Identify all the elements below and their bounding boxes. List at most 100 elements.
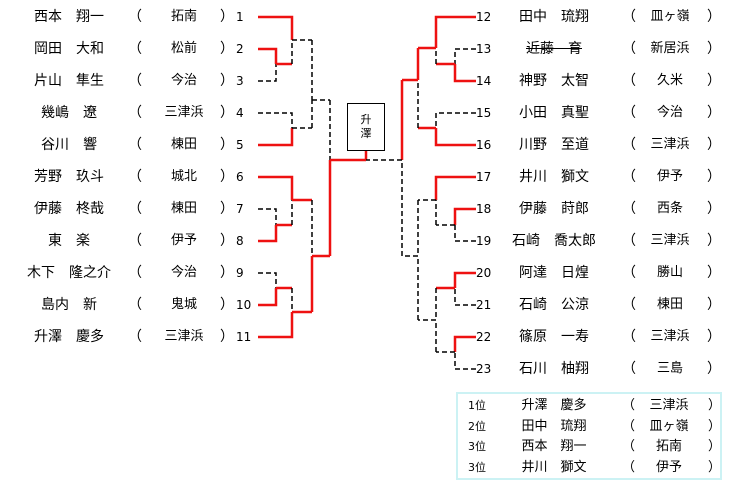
seed-number: 20 (476, 266, 492, 280)
paren-open: （ (622, 329, 636, 345)
paren-close: ） (708, 439, 722, 454)
player-school: 伊予 (170, 233, 197, 248)
paren-open: （ (622, 398, 636, 413)
player-name: 井川 獅文 (519, 169, 589, 185)
player-name: 田中 琉翔 (519, 9, 589, 25)
paren-open: （ (622, 233, 636, 249)
seed-number: 16 (476, 138, 492, 152)
player-school: 棟田 (170, 201, 197, 216)
player-school: 三島 (656, 361, 683, 376)
paren-open: （ (128, 169, 142, 185)
paren-open: （ (622, 265, 636, 281)
player-school: 今治 (656, 105, 683, 120)
paren-open: （ (128, 9, 142, 25)
paren-close: ） (220, 201, 234, 217)
left-player-row: 芳野 玖斗（城北）6 (0, 166, 731, 188)
paren-open: （ (622, 418, 636, 434)
paren-close: ） (707, 265, 721, 281)
paren-open: （ (622, 73, 636, 89)
seed-number: 12 (476, 10, 492, 24)
paren-close: ） (707, 41, 721, 57)
seed-number: 22 (476, 330, 492, 344)
winner-line (453, 207, 476, 225)
seed-number: 10 (236, 298, 252, 312)
player-name: 近藤 育 (526, 41, 582, 57)
result-row: 3位西本 翔一（拓南） (458, 437, 724, 457)
player-name: 谷川 響 (41, 137, 97, 153)
paren-close: ） (707, 297, 721, 313)
paren-open: （ (622, 439, 636, 454)
paren-close: ） (220, 233, 234, 249)
winner-line (453, 271, 476, 288)
paren-close: ） (220, 105, 234, 121)
left-player-row: 木下 隆之介（今治）9 (0, 262, 731, 284)
paren-open: （ (622, 361, 636, 377)
paren-open: （ (128, 137, 142, 153)
champion-label: 升 澤 (360, 113, 372, 140)
player-school: 久米 (656, 73, 683, 88)
loser-line (454, 288, 476, 306)
paren-close: ） (220, 9, 234, 25)
seed-number: 13 (476, 42, 492, 56)
result-school: 皿ヶ嶺 (649, 418, 689, 434)
result-rank: 3位 (468, 460, 486, 474)
seed-number: 19 (476, 234, 492, 248)
player-school: 皿ヶ嶺 (650, 9, 690, 24)
player-school: 棟田 (656, 297, 683, 312)
paren-open: （ (128, 201, 142, 217)
player-name: 川野 至道 (519, 137, 589, 153)
left-player-row: 伊藤 柊哉（棟田）7 (0, 198, 731, 220)
player-name: 篠原 一寿 (519, 329, 589, 345)
player-name: 木下 隆之介 (27, 265, 111, 281)
result-name: 井川 獅文 (521, 459, 587, 475)
seed-number: 21 (476, 298, 492, 312)
paren-close: ） (707, 137, 721, 153)
player-school: 鬼城 (170, 297, 197, 312)
paren-open: （ (128, 329, 142, 345)
player-name: 伊藤 莳郎 (519, 201, 589, 217)
seed-number: 9 (236, 266, 244, 280)
paren-close: ） (707, 233, 721, 249)
paren-close: ） (707, 73, 721, 89)
result-name: 升澤 慶多 (521, 398, 587, 413)
seed-number: 7 (236, 202, 244, 216)
seed-number: 23 (476, 362, 492, 376)
loser-line (258, 64, 277, 82)
paren-open: （ (128, 297, 142, 313)
seed-number: 18 (476, 202, 492, 216)
player-school: 今治 (170, 265, 197, 280)
paren-open: （ (622, 297, 636, 313)
seed-number: 8 (236, 234, 244, 248)
left-player-row: 西本 翔一（拓南）1 (0, 6, 731, 28)
winner-line (434, 175, 476, 200)
player-school: 城北 (170, 169, 197, 184)
paren-close: ） (220, 265, 234, 281)
winner-line (258, 175, 294, 200)
result-name: 西本 翔一 (521, 439, 587, 454)
winner-line (258, 47, 278, 64)
player-name: 西本 翔一 (34, 9, 104, 25)
result-row: 3位井川 獅文（伊予） (458, 458, 724, 478)
result-name: 田中 琉翔 (521, 418, 587, 434)
paren-close: ） (707, 201, 721, 217)
seed-number: 2 (236, 42, 244, 56)
paren-open: （ (622, 137, 636, 153)
paren-close: ） (220, 329, 234, 345)
paren-close: ） (707, 9, 721, 25)
paren-open: （ (622, 201, 636, 217)
left-player-row: 升澤 慶多（三津浜）11 (0, 326, 731, 348)
result-rank: 3位 (468, 440, 486, 453)
result-school: 三津浜 (649, 398, 689, 413)
paren-open: （ (622, 105, 636, 121)
paren-close: ） (708, 398, 722, 413)
winner-line (258, 128, 294, 147)
player-name: 島内 新 (41, 297, 97, 313)
result-row: 1位升澤 慶多（三津浜） (458, 396, 724, 416)
paren-close: ） (707, 105, 721, 121)
player-name: 神野 太智 (519, 73, 589, 89)
winner-line (258, 15, 294, 40)
